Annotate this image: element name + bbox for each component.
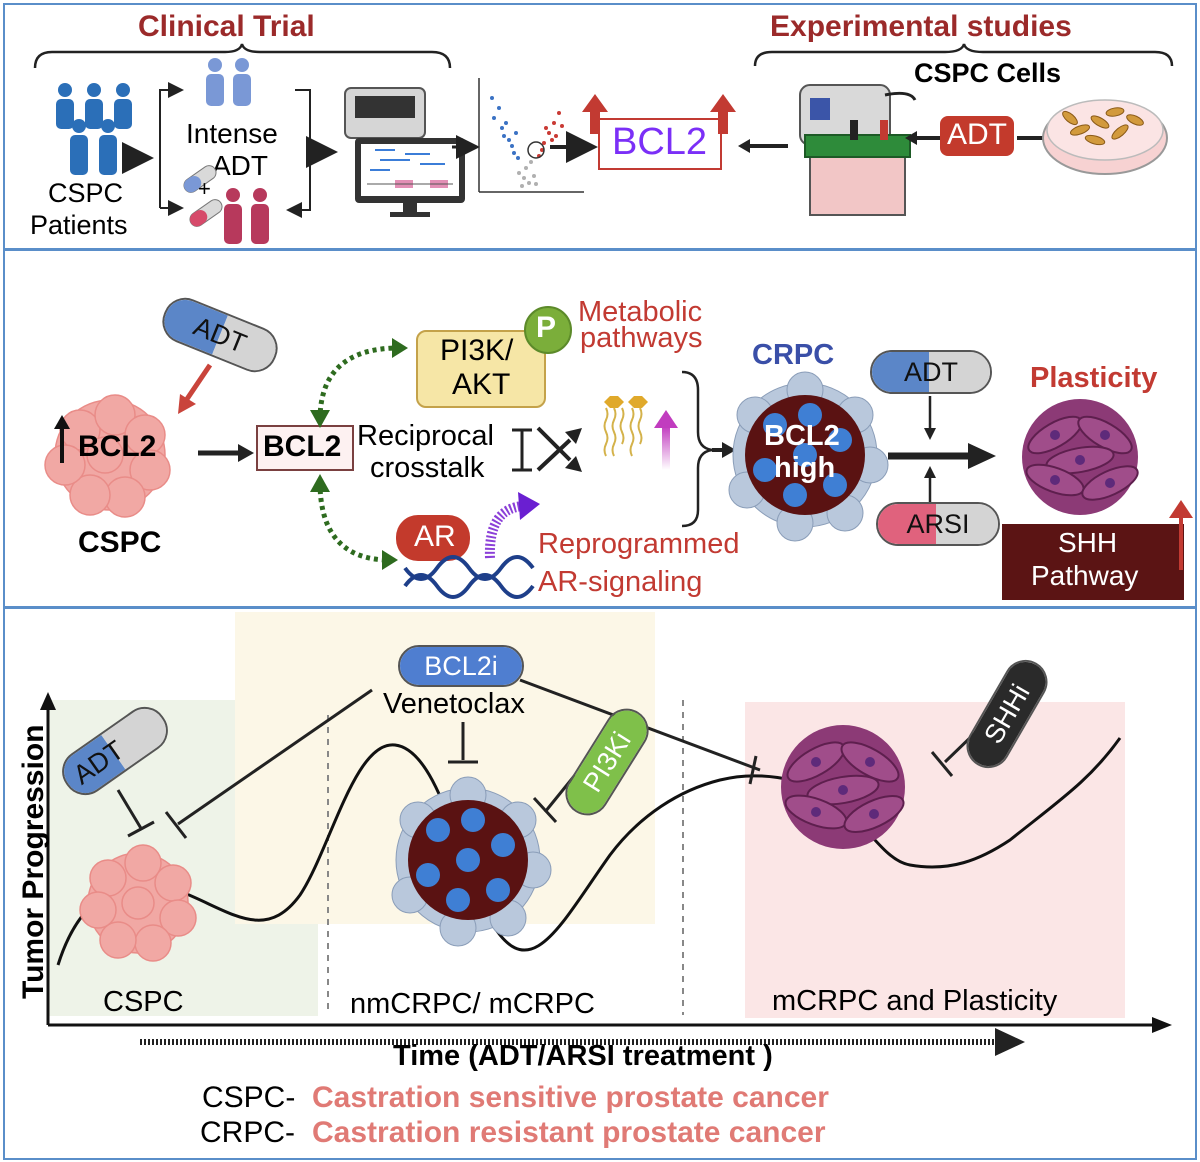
bcl2-hub-box <box>256 425 354 471</box>
legend-cspc-full: Castration sensitive prostate cancer <box>312 1081 829 1114</box>
treatment-group-red-icon <box>224 188 269 244</box>
electrophoresis-device-icon <box>799 84 917 216</box>
volcano-plot-icon <box>478 78 584 193</box>
bcl2-result-label: BCL2 <box>612 121 708 163</box>
adt-tag <box>940 116 1014 156</box>
reprogrammed-label-2: AR-signaling <box>538 566 703 598</box>
bcl2i-pill: BCL2i <box>398 645 524 687</box>
metabolic-label-1: Metabolic <box>578 296 703 328</box>
reciprocal-label: Reciprocal <box>357 420 494 452</box>
arsi-up-arrow <box>924 466 936 506</box>
legend-crpc-full: Castration resistant prostate cancer <box>312 1116 826 1149</box>
stage-cspc-label: CSPC <box>103 986 184 1018</box>
petri-dish-icon <box>1042 99 1168 175</box>
stage-crpc-label: nmCRPC/ mCRPC <box>350 988 595 1020</box>
panel1-arrow-from-experiment <box>738 139 788 153</box>
crpc-tumor-icon <box>728 371 889 542</box>
ar-tag <box>396 515 470 561</box>
cspc-tumor-icon <box>79 844 197 962</box>
capsule-red-icon <box>189 199 223 227</box>
experimental-studies-title: Experimental studies <box>770 10 1072 43</box>
bcl2-result-box <box>598 118 722 170</box>
bcl2-pi3k-dotted-arrow <box>310 338 408 428</box>
patients-group-icon <box>56 83 132 175</box>
adt-inhibit-arrow <box>178 363 213 414</box>
panel1-arrow-to-volcano <box>452 135 480 159</box>
plus-sign: + <box>198 176 211 201</box>
capsule-blue-icon <box>183 165 217 193</box>
dna-helix-icon <box>403 555 535 599</box>
plasticity-label: Plasticity <box>1030 362 1158 394</box>
bcl2-ar-dotted-arrow <box>310 474 398 570</box>
ar-tag-label: AR <box>414 520 456 553</box>
crpc-label: CRPC <box>752 339 835 371</box>
adt-tag-label: ADT <box>947 118 1007 151</box>
crpc-to-plasticity-arrow <box>888 443 996 469</box>
intense-adt-label: ADT <box>212 150 268 181</box>
clinical-trial-title: Clinical Trial <box>138 10 315 43</box>
pi3k-akt-box <box>416 330 546 408</box>
adt-pill-2-label: ADT <box>904 356 958 387</box>
bcl2i-pill-label: BCL2i <box>424 650 498 681</box>
cspc-to-bcl2-arrow <box>198 444 254 462</box>
phospho-badge-label: P <box>536 311 557 344</box>
arsi-pill-label: ARSI <box>906 508 970 539</box>
legend-crpc-abbr: CRPC- <box>200 1116 295 1149</box>
cspc-tumor-icon <box>44 394 171 518</box>
cspc-patients-label-2: Patients <box>30 210 128 240</box>
crpc-tumor-icon <box>391 776 552 947</box>
arsi-pill: ARSI <box>876 502 1000 546</box>
cspc-patients-label-1: CSPC <box>48 178 124 208</box>
shh-label-2: Pathway <box>1031 560 1139 591</box>
stage-plasticity-label: mCRPC and Plasticity <box>772 985 1058 1017</box>
up-arrow-icon <box>710 94 736 134</box>
shh-pathway-box <box>1002 524 1184 600</box>
legend-cspc-abbr: CSPC- <box>202 1081 296 1114</box>
bcl2-high-label-2: high <box>774 452 836 484</box>
up-arrow-icon <box>654 410 678 470</box>
intense-label: Intense <box>186 118 278 149</box>
crosstalk-label: crosstalk <box>370 452 485 484</box>
cspc-label: CSPC <box>78 526 162 559</box>
adt-pill-2: ADT <box>870 350 992 394</box>
sequencer-computer-icon <box>344 87 465 217</box>
akt-label: AKT <box>452 368 511 401</box>
treatment-group-blue-icon <box>206 58 251 106</box>
adt-down-arrow <box>924 396 936 440</box>
panel1-brackets <box>33 43 1174 69</box>
panel1-arrow-to-bcl2 <box>550 131 598 163</box>
shh-label-1: SHH <box>1058 527 1118 558</box>
crosstalk-inhibition-symbol <box>512 426 582 472</box>
pi3k-label: PI3K/ <box>440 334 514 367</box>
up-arrow-icon <box>54 415 70 463</box>
lipid-icon <box>603 396 648 457</box>
cspc-cells-label: CSPC Cells <box>914 58 1062 88</box>
bcl2-high-label-1: BCL2 <box>764 420 840 452</box>
plasticity-tumor-icon <box>781 725 905 849</box>
convergence-brace <box>681 370 736 528</box>
venetoclax-label: Venetoclax <box>383 688 525 720</box>
phospho-badge <box>524 306 572 354</box>
cspc-bcl2-label: BCL2 <box>78 430 157 463</box>
up-arrow-icon <box>582 94 608 134</box>
bcl2-hub-label: BCL2 <box>263 430 342 463</box>
up-arrow-icon <box>1169 500 1193 570</box>
ar-signal-arrow <box>484 492 540 559</box>
reprogrammed-label-1: Reprogrammed <box>538 528 740 560</box>
panel1-arrows-left <box>122 82 338 218</box>
x-axis-label: Time (ADT/ARSI treatment ) <box>393 1040 773 1072</box>
metabolic-label-2: pathways <box>580 322 703 354</box>
plasticity-tumor-icon <box>1022 399 1139 515</box>
